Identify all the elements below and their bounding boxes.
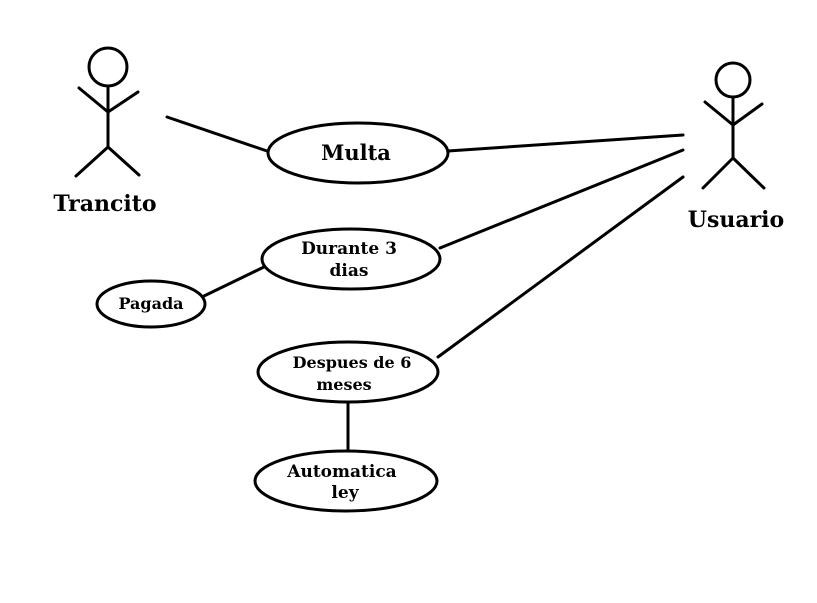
actor-trancito-label: Trancito — [53, 191, 156, 217]
actor-trancito-leg-left — [74, 145, 110, 178]
actor-usuario: Usuario — [688, 61, 784, 233]
use-case-despues-line1: Despues de 6 — [293, 353, 412, 372]
use-case-pagada: Pagada — [95, 279, 207, 329]
use-case-multa: Multa — [266, 121, 450, 185]
use-case-durante-line1: Durante 3 — [301, 239, 397, 259]
actor-trancito-head — [87, 46, 129, 88]
associations — [165, 115, 685, 453]
actor-trancito-leg-right — [106, 145, 141, 177]
use-case-despues-line2: meses — [316, 375, 371, 394]
use-case-multa-ellipse — [266, 121, 450, 185]
use-case-automatica-line1: Automatica — [286, 462, 396, 482]
use-case-pagada-label: Pagada — [118, 294, 183, 313]
use-case-automatica: Automatica ley — [253, 449, 439, 513]
use-case-pagada-ellipse — [95, 279, 207, 329]
actor-usuario-leg-right — [731, 156, 766, 190]
line-trancito-multa — [165, 115, 272, 154]
line-multa-usuario — [446, 133, 685, 153]
actor-trancito-arm-right — [106, 90, 140, 114]
use-case-durante-ellipse — [260, 227, 442, 291]
actor-usuario-leg-left — [701, 156, 735, 190]
line-despues-usuario — [436, 175, 685, 359]
actor-usuario-arm-right — [731, 102, 764, 127]
use-case-automatica-line2: ley — [331, 483, 359, 503]
actor-trancito-arm-left — [77, 86, 110, 114]
use-case-despues-ellipse — [256, 340, 440, 404]
actor-usuario-label: Usuario — [688, 207, 784, 233]
use-case-durante-line2: dias — [330, 261, 369, 281]
actor-usuario-head — [714, 61, 752, 99]
line-pagada-durante — [202, 263, 270, 298]
use-case-despues: Despues de 6 meses — [256, 340, 440, 404]
actor-trancito: Trancito — [53, 46, 157, 217]
use-case-automatica-ellipse — [253, 449, 439, 513]
use-case-durante: Durante 3 dias — [260, 227, 442, 291]
actor-usuario-arm-left — [703, 100, 735, 127]
line-durante-usuario — [438, 148, 685, 250]
use-case-multa-label: Multa — [321, 140, 391, 165]
